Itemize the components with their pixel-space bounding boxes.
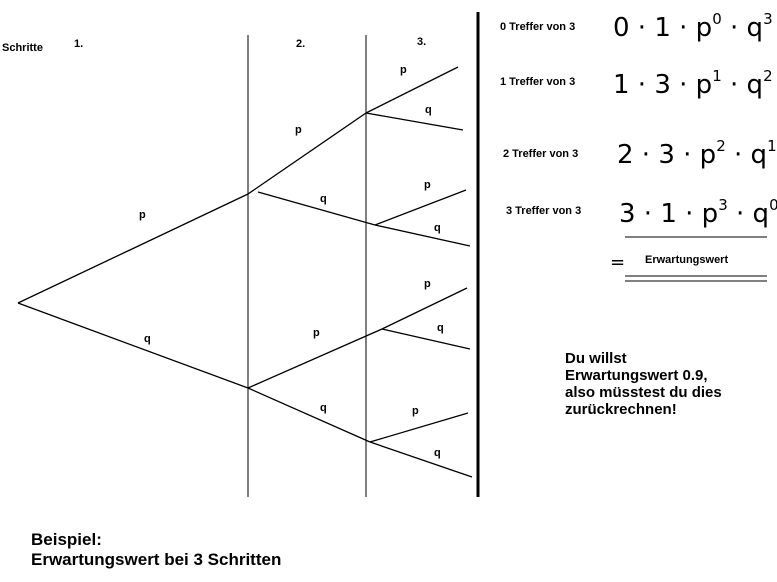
p-label: p	[400, 64, 407, 76]
q-label: q	[320, 193, 327, 205]
p-label: p	[424, 278, 431, 290]
note-line: Erwartungswert 0.9,	[565, 367, 708, 384]
branch-3	[369, 412, 469, 443]
branch-3	[365, 112, 464, 131]
q-label: q	[437, 322, 444, 334]
p-label: p	[139, 209, 146, 221]
branch-2-qq	[247, 387, 371, 443]
step-1-label: 1.	[74, 38, 83, 50]
p-label: p	[295, 124, 302, 136]
equals-sign: =	[610, 252, 625, 273]
formula: 2 · 3 · p2 · q1	[617, 137, 777, 170]
note-line: also müsstest du dies	[565, 384, 722, 401]
row-label: 1 Treffer von 3	[500, 76, 575, 88]
branch-3	[369, 441, 473, 478]
example-title: Beispiel:	[31, 530, 102, 549]
formula: 0 · 1 · p0 · q3	[613, 10, 773, 43]
formula: 3 · 1 · p3 · q0	[619, 196, 777, 229]
row-label: 0 Treffer von 3	[500, 21, 575, 33]
branch-3	[381, 287, 468, 330]
q-label: q	[425, 104, 432, 116]
steps-label: Schritte	[2, 42, 43, 54]
row-label: 3 Treffer von 3	[506, 205, 581, 217]
p-label: p	[313, 327, 320, 339]
q-label: q	[320, 402, 327, 414]
note-line: Du willst	[565, 350, 627, 367]
example-subtitle: Erwartungswert bei 3 Schritten	[31, 550, 282, 569]
note-line: zurückrechnen!	[565, 401, 677, 418]
note-text: Du willst Erwartungswert 0.9, also müsst…	[565, 350, 722, 418]
step-2-label: 2.	[296, 38, 305, 50]
q-label: q	[144, 333, 151, 345]
q-label: q	[434, 222, 441, 234]
row-label: 2 Treffer von 3	[503, 148, 578, 160]
branch-2-pq	[257, 191, 376, 226]
p-label: p	[412, 405, 419, 417]
branch-1-p	[17, 193, 249, 304]
branch-2-pp	[247, 112, 367, 195]
branch-3	[374, 224, 471, 247]
p-label: p	[424, 179, 431, 191]
row-0: 0 Treffer von 3 0 · 1 · p0 · q3	[500, 10, 773, 43]
tree-branches	[17, 66, 473, 478]
branch-labels: p q p q p q p q p q p q p q	[139, 64, 444, 459]
branch-3	[374, 189, 467, 226]
q-label: q	[434, 447, 441, 459]
branch-3	[381, 328, 471, 350]
row-2: 2 Treffer von 3 2 · 3 · p2 · q1	[503, 137, 777, 170]
formula: 1 · 3 · p1 · q2	[613, 67, 773, 100]
branch-1-q	[17, 302, 249, 389]
branch-2-qp	[247, 328, 383, 389]
row-3: 3 Treffer von 3 3 · 1 · p3 · q0	[506, 196, 777, 229]
row-1: 1 Treffer von 3 1 · 3 · p1 · q2	[500, 67, 773, 100]
step-3-label: 3.	[417, 36, 426, 48]
example-caption: Beispiel: Erwartungswert bei 3 Schritten	[31, 530, 281, 570]
branch-3	[365, 66, 459, 114]
result-label: Erwartungswert	[645, 254, 728, 266]
